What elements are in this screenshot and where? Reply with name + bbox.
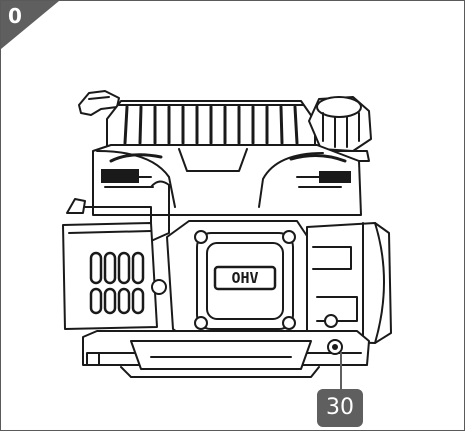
recoil-starter-cover <box>106 100 316 148</box>
engine-shroud <box>92 144 362 216</box>
drain-bolt-icon <box>327 339 343 355</box>
ohv-badge: OHV <box>213 265 277 291</box>
crankcase-base <box>82 330 370 378</box>
callout-badge: 30 <box>317 389 363 427</box>
step-number: 0 <box>8 4 22 28</box>
air-filter-housing <box>306 222 392 344</box>
throttle-linkage <box>66 198 86 214</box>
step-corner-badge <box>1 1 59 49</box>
ohv-badge-text: OHV <box>231 269 258 287</box>
muffler-guard <box>62 222 158 330</box>
callout-label: 30 <box>326 395 354 420</box>
